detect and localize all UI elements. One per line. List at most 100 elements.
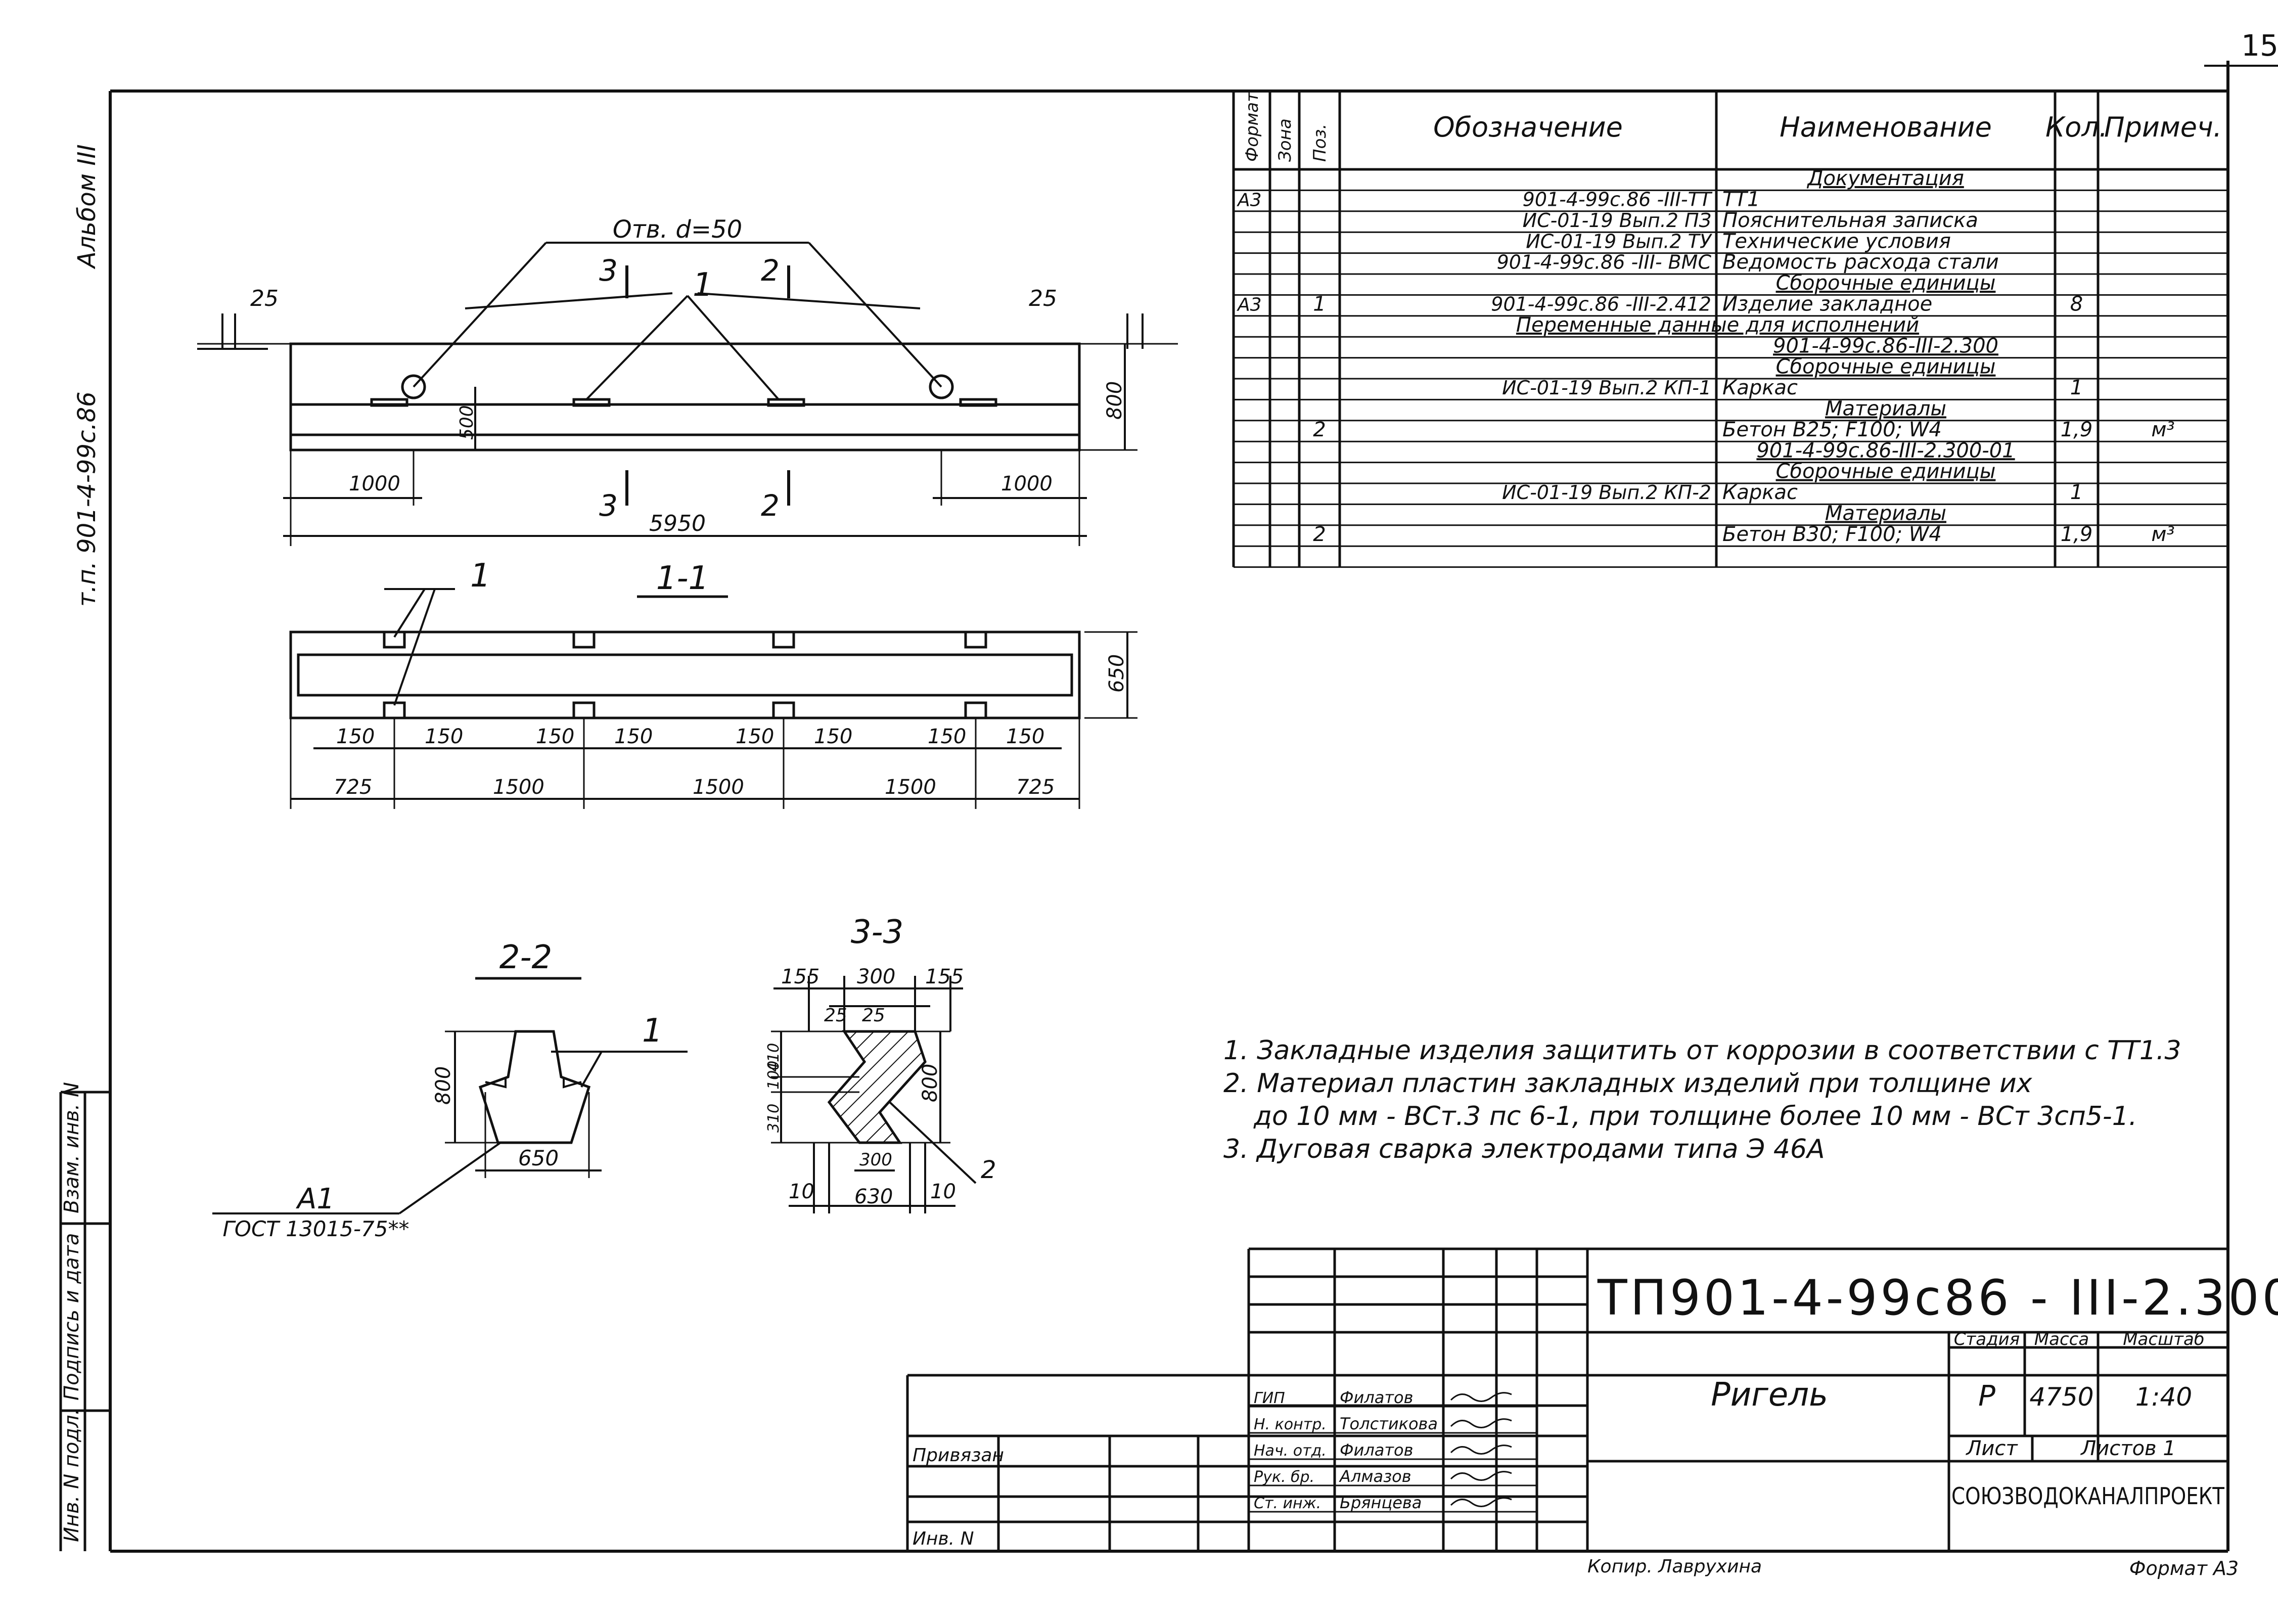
spec-cell-designation: 901-4-99с.86 -III-ТТ (1523, 188, 1713, 210)
spec-row: Сборочные единицы (1776, 355, 1996, 379)
section-2-2-pos: 1 (642, 1012, 663, 1050)
staff-role: Ст. инж. (1254, 1495, 1321, 1512)
mass-value: 4750 (2029, 1382, 2093, 1412)
dim-3-3-height: 800 (919, 1064, 942, 1102)
spec-row: Материалы (1825, 502, 1946, 525)
spec-cell-designation: 901-4-99с.86 -III- ВМС (1497, 251, 1712, 274)
section-3-3: 3-3 155 300 155 25 25 410 100 310 800 30… (765, 914, 996, 1213)
spec-cell-pos: 2 (1313, 418, 1326, 441)
section-3-3-title: 3-3 (851, 914, 904, 951)
pos-1-label-top: 1 (693, 266, 713, 304)
dim-150-5: 150 (736, 725, 774, 748)
staff-role: Н. контр. (1254, 1416, 1327, 1433)
gost-reference: ГОСТ 13015-75** (223, 1216, 409, 1241)
note-2-cont: до 10 мм - ВСт.3 пс 6-1, при толщине бол… (1253, 1101, 2137, 1132)
staff-name: Толстикова (1340, 1414, 1438, 1433)
spec-row: Сборочные единицы (1776, 272, 1996, 295)
spec-cell-qty: 1,9 (2061, 523, 2093, 546)
section-2-2-title: 2-2 (499, 939, 553, 976)
spec-row: Сборочные единицы (1776, 460, 1996, 483)
section-2-2: 2-2 1 800 650 А1 ГОСТ 13015-75** (212, 939, 688, 1241)
spec-row: Материалы (1825, 397, 1946, 420)
spec-row: 901-4-99с.86-III-2.300 (1773, 334, 1998, 357)
staff-name: Брянцева (1340, 1493, 1422, 1512)
spec-cell-name: Изделие закладное (1722, 292, 1932, 315)
note-2: 2. Материал пластин закладных изделий пр… (1223, 1068, 2033, 1099)
dim-bottom-1: 725 (334, 776, 372, 799)
stage-value: Р (1978, 1380, 1995, 1413)
spec-cell-name: Материалы (1825, 502, 1946, 525)
spec-cell-qty: 1,9 (2061, 418, 2093, 441)
spec-cell-format: А3 (1237, 190, 1262, 210)
signature-date-label: Подпись и дата (60, 1233, 83, 1401)
dim-150-1: 150 (336, 725, 375, 748)
spec-header-cell: Поз. (1310, 124, 1330, 162)
left-margin-column (59, 1091, 110, 1551)
spec-cell-name: Технические условия (1722, 230, 1951, 253)
signature-mark (1450, 1418, 1512, 1428)
scale-value: 1:40 (2135, 1382, 2192, 1412)
staff-name: Алмазов (1339, 1467, 1411, 1486)
title-block: ТП901-4-99с86 - III-2.300 Ригель Стадия … (906, 1247, 2278, 1580)
dim-3-3-bottom-1: 10 (789, 1180, 814, 1203)
dim-3-3-left-2: 100 (765, 1061, 783, 1090)
format-label: Формат А3 (2129, 1557, 2239, 1580)
spec-header-cell: Примеч. (2104, 111, 2222, 143)
sheets-label: Листов 1 (2080, 1437, 2176, 1460)
dim-edge-right: 25 (1029, 286, 1057, 311)
staff-row-lines (1249, 1406, 1537, 1513)
dim-150-3: 150 (536, 725, 574, 748)
spec-cell-name: Материалы (1825, 397, 1946, 420)
dim-total-length: 5950 (649, 511, 706, 536)
dim-3-3-inner-bottom: 300 (859, 1150, 892, 1170)
spec-cell-qty: 8 (2070, 292, 2083, 315)
spec-cell-name: Документация (1806, 167, 1964, 190)
spec-cell-name: Бетон В25; F100; W4 (1722, 418, 1942, 441)
dim-3-3-top-2: 300 (857, 965, 895, 988)
spec-cell-name: Каркас (1722, 376, 1798, 399)
dim-3-3-inner-1: 25 (824, 1005, 847, 1026)
dim-bottom-2: 1500 (493, 776, 544, 799)
dim-3-3-left-1: 410 (765, 1043, 783, 1072)
section-2-2-width: 650 (518, 1146, 559, 1170)
steel-grade: А1 (296, 1183, 335, 1215)
section-1-1-title: 1-1 (656, 560, 709, 597)
spec-cell-pos: 2 (1313, 523, 1326, 546)
inv-orig-label: Инв. N подл. (60, 1409, 83, 1542)
spec-cell-note: м³ (2151, 523, 2174, 546)
spec-cell-name: Сборочные единицы (1776, 272, 1996, 295)
section-1-1-height: 650 (1105, 654, 1128, 693)
spec-row: Переменные данные для исполнений (1516, 313, 1919, 337)
staff-role: Нач. отд. (1254, 1442, 1327, 1460)
staff-name: Филатов (1340, 1440, 1413, 1460)
spec-cell-name: Переменные данные для исполнений (1516, 313, 1919, 337)
spec-cell-name: Бетон В30; F100; W4 (1722, 523, 1942, 546)
section-1-1: 1-1 1 650 150 150 150 150 150 150 150 15… (289, 557, 1137, 809)
signature-mark (1450, 1445, 1512, 1455)
spec-header-cell: Кол. (2045, 111, 2108, 143)
dim-3-3-left-3: 310 (765, 1104, 783, 1133)
dim-bottom-5: 725 (1016, 776, 1055, 799)
spec-cell-name: Пояснительная записка (1722, 209, 1978, 232)
section-2-2-height: 800 (432, 1066, 455, 1105)
spec-cell-designation: ИС-01-19 Вып.2 ПЗ (1523, 209, 1711, 232)
dim-bottom-4: 1500 (885, 776, 936, 799)
section-mark-3-bottom: 3 (599, 488, 618, 523)
page-number: 15 (2241, 28, 2278, 63)
notes-block: 1. Закладные изделия защитить от коррози… (1223, 1035, 2181, 1164)
section-mark-2-bottom: 2 (761, 488, 780, 523)
mass-label: Масса (2034, 1329, 2089, 1349)
dim-150-6: 150 (814, 725, 852, 748)
staff-role: ГИП (1254, 1389, 1285, 1407)
section-3-3-pos: 2 (981, 1156, 996, 1184)
stage-label: Стадия (1954, 1329, 2020, 1349)
signature-mark (1450, 1392, 1512, 1402)
dim-3-3-bottom-2: 630 (854, 1185, 893, 1208)
